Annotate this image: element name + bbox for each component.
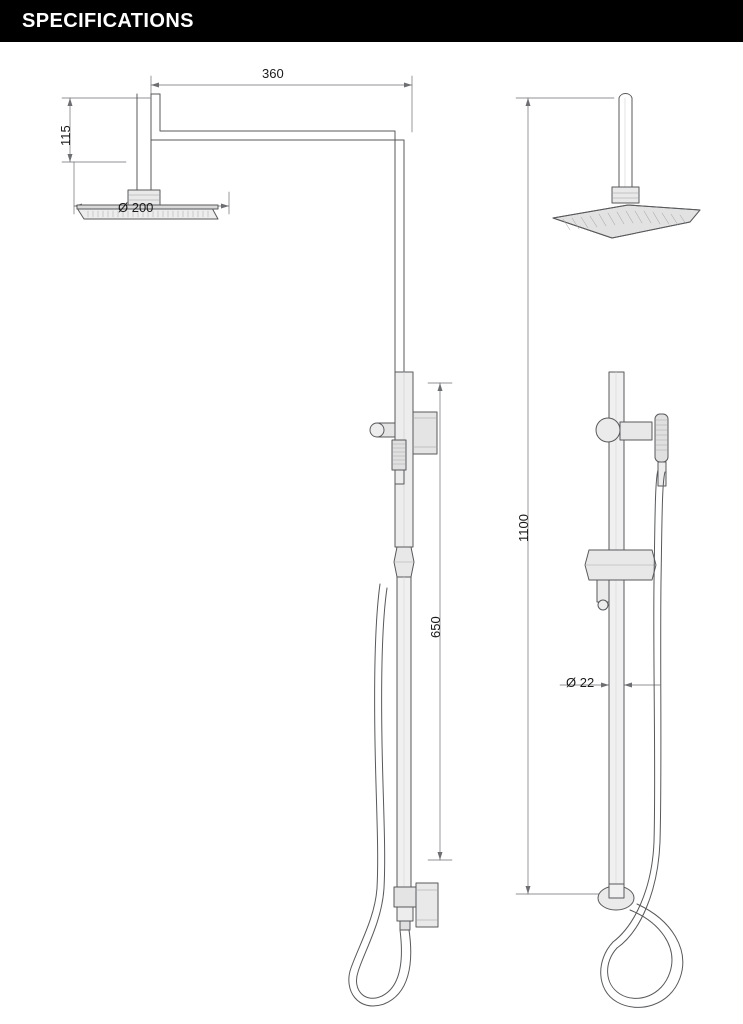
specifications-header-bar: SPECIFICATIONS [0,0,743,42]
page-title: SPECIFICATIONS [22,10,194,32]
dimension-label-115: 115 [58,125,73,146]
dimension-label-1100: 1100 [516,514,531,542]
dim-1100-line [515,97,615,895]
dim-360-line [150,75,413,133]
technical-drawing-svg [61,75,701,1008]
dim-115-line [61,97,151,163]
technical-drawing-area: 360 115 Ø 200 650 1100 Ø 22 [0,42,743,1024]
dimension-label-650: 650 [428,616,443,638]
dimension-label-dia200: Ø 200 [118,200,154,215]
dimension-label-dia22: Ø 22 [566,675,595,690]
dim-650-line [427,382,453,861]
dimension-label-360: 360 [262,66,284,81]
